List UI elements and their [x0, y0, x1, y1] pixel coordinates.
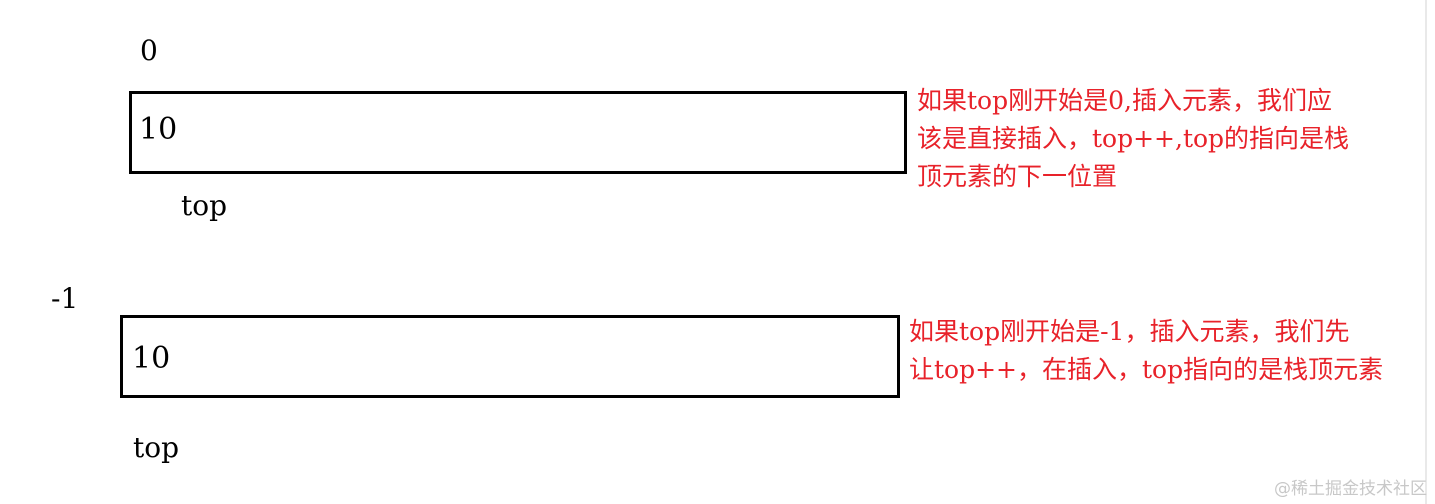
explanation-note-2: 如果top刚开始是-1，插入元素，我们先 让top++，在插入，top指向的是栈… [909, 313, 1383, 389]
stack-cell-value-1: 10 [139, 112, 178, 147]
stack-cell-value-2: 10 [132, 341, 171, 376]
index-label-0: 0 [140, 34, 158, 67]
explanation-note-1: 如果top刚开始是0,插入元素，我们应 该是直接插入，top++,top的指向是… [917, 82, 1349, 196]
note-1-line-2: 该是直接插入，top++,top的指向是栈 [917, 124, 1350, 153]
page-edge-divider [1425, 0, 1427, 504]
stack-cell-2 [120, 315, 900, 398]
index-label-minus-1: -1 [51, 282, 79, 315]
note-2-line-2: 让top++，在插入，top指向的是栈顶元素 [909, 355, 1384, 384]
note-2-line-1: 如果top刚开始是-1，插入元素，我们先 [909, 317, 1350, 346]
stack-cell-1 [129, 91, 907, 174]
note-1-line-1: 如果top刚开始是0,插入元素，我们应 [917, 86, 1332, 115]
top-pointer-label-2: top [133, 431, 180, 464]
top-pointer-label-1: top [181, 189, 228, 222]
note-1-line-3: 顶元素的下一位置 [917, 162, 1118, 191]
watermark: @稀土掘金技术社区 [1274, 479, 1427, 499]
